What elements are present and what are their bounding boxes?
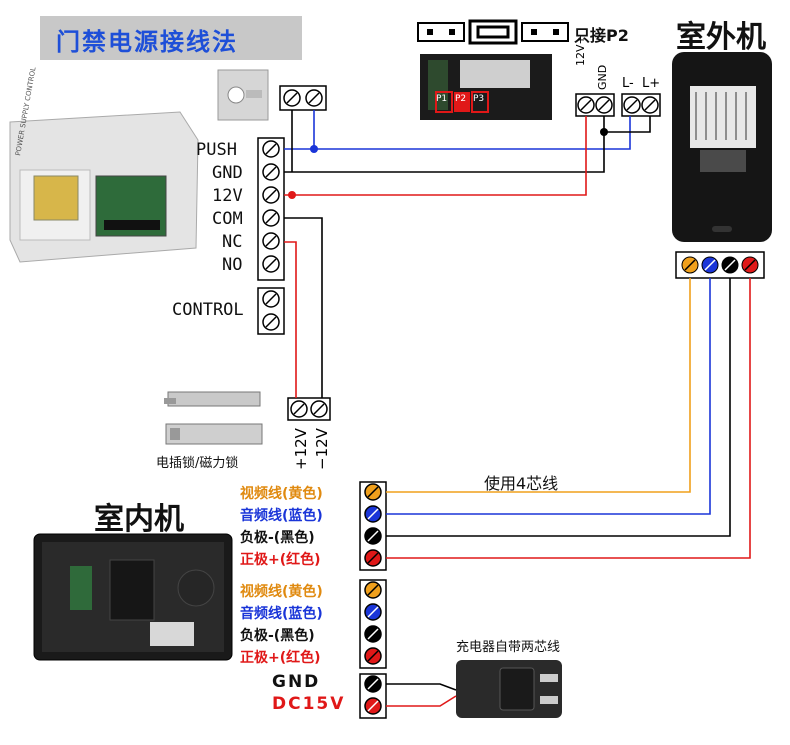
electric-bolt-lock-icon [164, 391, 261, 407]
wire-label: 正极+(红色) [240, 650, 321, 666]
ps-push-label: PUSH [196, 140, 237, 160]
screw-slot [265, 189, 277, 201]
indoor-monitor [33, 533, 233, 661]
screw-slot [265, 235, 277, 247]
indoor-unit-title: 室内机 [94, 502, 184, 537]
lock-terminal [287, 397, 331, 421]
screw-slot [265, 258, 277, 270]
ps-nc-label: NC [222, 232, 243, 252]
outdoor-color-terminal [675, 251, 765, 279]
exit-button-terminal [279, 85, 327, 111]
exit-button-icon [217, 69, 269, 121]
outdoor-terminal-lplus-label: L+ [642, 76, 661, 91]
screw-slot [367, 552, 379, 564]
jumper-p2-label: P2 [455, 94, 467, 104]
charger-adapter-icon [456, 660, 562, 718]
wire-label: 视频线(黄色) [240, 486, 323, 502]
screw-slot [265, 166, 277, 178]
wire-label: 音频线(蓝色) [240, 508, 323, 524]
wire-label: 视频线(黄色) [240, 584, 323, 600]
screw-slot [265, 143, 277, 155]
screw-slot [367, 700, 379, 712]
outdoor-terminal-12v-label: 12V+ [574, 35, 587, 66]
ps-gnd-label: GND [212, 163, 243, 183]
jumper-note: 只接P2 [574, 26, 629, 45]
wire-label: 负极-(黑色) [240, 530, 315, 546]
screw-slot [367, 606, 379, 618]
screw-slot [265, 212, 277, 224]
jumper-icon-p1 [417, 22, 465, 42]
screw-slot [367, 486, 379, 498]
outdoor-terminal-block-lock [621, 93, 661, 117]
lock-minus-label: −12V [313, 428, 331, 470]
outdoor-unit-title: 室外机 [676, 20, 766, 55]
power-supply-terminal-strip [257, 137, 285, 281]
screw-slot [367, 678, 379, 690]
power-supply-photo: POWER SUPPLY CONTROL [9, 66, 199, 263]
jumper-p1-label: P1 [436, 94, 448, 104]
outdoor-terminal-block-power [575, 93, 615, 117]
board-photo [420, 54, 552, 120]
cable-note: 使用4芯线 [484, 474, 559, 493]
indoor-terminal-top [359, 481, 387, 571]
jumper-icon-p2 [468, 19, 518, 45]
indoor-terminal-bottom [359, 579, 387, 669]
outdoor-unit [672, 52, 772, 242]
jumper-p3-label: P3 [473, 94, 485, 104]
title-banner [40, 16, 302, 60]
outdoor-terminal-lminus-label: L- [622, 76, 634, 91]
screw-slot [367, 650, 379, 662]
ps-12v-label: 12V [212, 186, 243, 206]
wire-label: 正极+(红色) [240, 552, 321, 568]
ps-com-label: COM [212, 209, 243, 229]
wire-label: DC15V [272, 694, 346, 714]
wire-label: 音频线(蓝色) [240, 606, 323, 622]
screw-slot [367, 508, 379, 520]
diagram-title: 门禁电源接线法 [56, 28, 238, 56]
indoor-power-terminal [359, 673, 387, 719]
wire-label: 负极-(黑色) [240, 628, 315, 644]
magnetic-lock-icon [165, 423, 263, 445]
lock-plus-label: +12V [292, 428, 310, 470]
control-terminal [257, 287, 285, 335]
charger-note: 充电器自带两芯线 [456, 640, 561, 655]
lock-caption: 电插锁/磁力锁 [156, 456, 239, 471]
outdoor-terminal-gnd-label: GND [596, 64, 609, 90]
ps-control-label: CONTROL [172, 300, 244, 320]
screw-slot [367, 584, 379, 596]
wire-label: GND [272, 672, 321, 692]
jumper-icon-p3 [521, 22, 569, 42]
wires [284, 110, 751, 707]
screw-slot [367, 530, 379, 542]
screw-slot [367, 628, 379, 640]
ps-no-label: NO [222, 255, 243, 275]
